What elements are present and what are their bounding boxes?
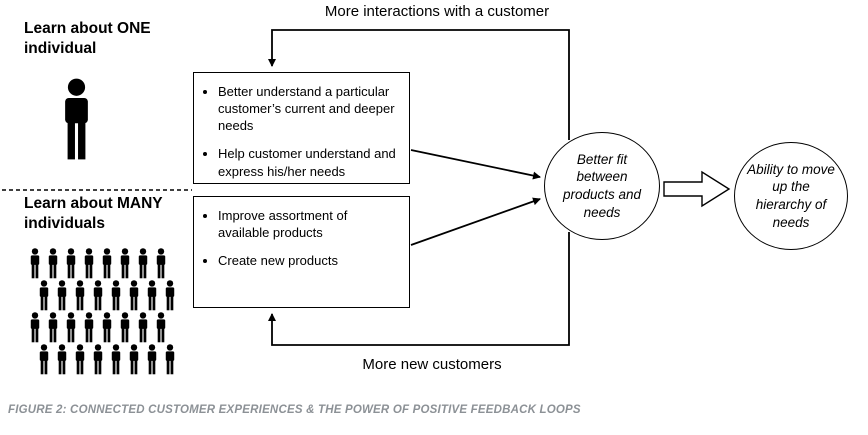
learn-one-label: Learn about ONE individual (24, 20, 151, 58)
arrow-box-many-to-fit (410, 197, 541, 246)
bottom-loop-label: More new customers (362, 356, 502, 373)
better-fit-text: Better fit between products and needs (562, 151, 642, 220)
box-many-bullet-2: Create new products (218, 252, 396, 269)
figure-caption: FIGURE 2: CONNECTED CUSTOMER EXPERIENCES… (8, 404, 581, 416)
box-one-bullet-2: Help customer understand and express his… (218, 145, 396, 179)
ability-text: Ability to move up the hierarchy of need… (747, 161, 835, 230)
block-arrow-icon (663, 170, 731, 208)
box-many-individuals: Improve assortment of available products… (193, 196, 410, 308)
box-many-bullet-1: Improve assortment of available products (218, 207, 396, 241)
arrow-box-one-to-fit (410, 149, 541, 180)
top-feedback-loop-line (268, 29, 570, 140)
person-icon (65, 78, 88, 160)
box-one-individual: Better understand a particular customer’… (193, 72, 410, 184)
box-one-bullet-list: Better understand a particular customer’… (194, 73, 409, 197)
learn-many-label: Learn about MANY individuals (24, 195, 163, 233)
box-many-bullet-list: Improve assortment of available products… (194, 197, 409, 286)
crowd-icon (30, 248, 175, 375)
ability-node: Ability to move up the hierarchy of need… (734, 142, 848, 250)
top-loop-label: More interactions with a customer (324, 3, 550, 20)
bottom-feedback-loop-line (268, 232, 570, 346)
better-fit-node: Better fit between products and needs (544, 132, 660, 240)
box-one-bullet-1: Better understand a particular customer’… (218, 83, 396, 134)
